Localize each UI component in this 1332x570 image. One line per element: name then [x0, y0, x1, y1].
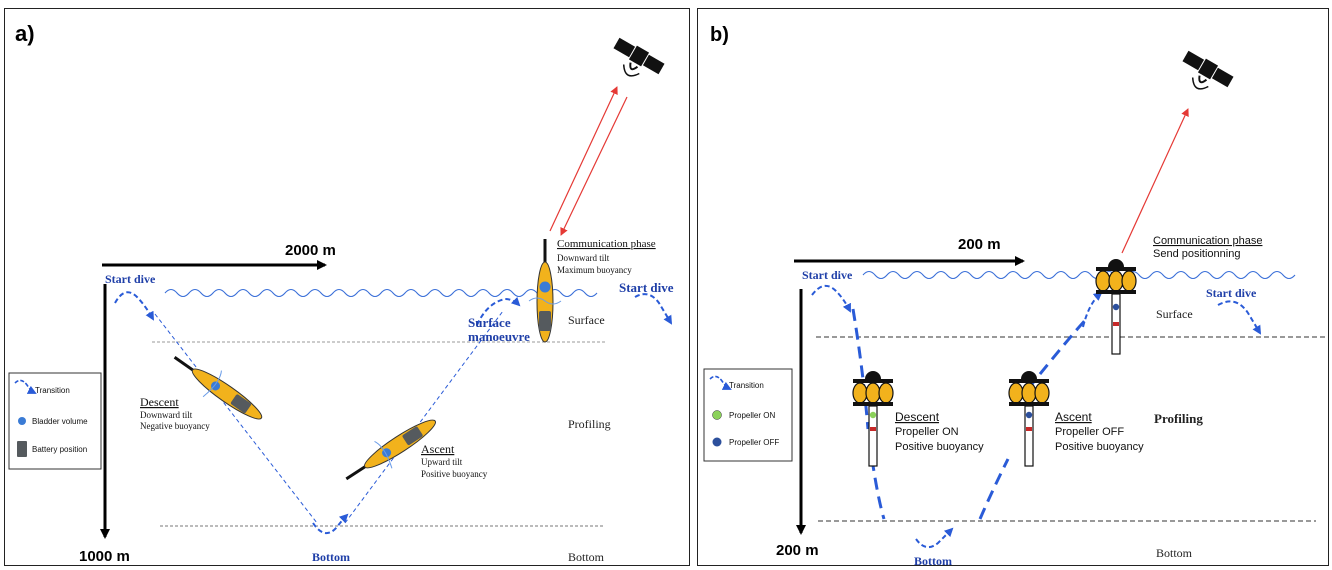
sea-surface-wave — [862, 270, 1296, 280]
surface-manoeuvre-label-line2: manoeuvre — [468, 329, 530, 344]
panel-a-diagram: a) 2000 m 1000 m Start dive Start dive S… — [8, 21, 674, 565]
zone-bottom-label: Bottom — [568, 550, 605, 564]
ascent-path-lower — [978, 458, 1010, 520]
comm-phase-line1: Downward tilt — [557, 253, 610, 263]
bottom-turn-label: Bottom — [312, 550, 350, 564]
descent-line2: Negative buoyancy — [140, 421, 210, 431]
vertical-scale-label: 200 m — [776, 542, 819, 559]
start-dive-label-left: Start dive — [802, 268, 853, 282]
ascent-title: Ascent — [1055, 410, 1092, 424]
sea-surface-wave — [164, 288, 598, 298]
legend-transition-label: Transition — [35, 386, 70, 395]
comm-phase-title: Communication phase — [557, 238, 656, 250]
panel-b-profiling-float: b) 200 m 200 m Start dive Start dive Bot… — [697, 8, 1329, 566]
comm-phase-title: Communication phase — [1153, 235, 1262, 247]
start-dive-label-left: Start dive — [105, 272, 156, 286]
descent-title: Descent — [895, 410, 940, 424]
descent-path-lower — [870, 458, 886, 520]
legend-propeller-on-label: Propeller ON — [729, 411, 775, 420]
legend-b: Transition Propeller ON Propeller OFF — [703, 368, 793, 462]
zone-bottom-label: Bottom — [1156, 546, 1193, 560]
panel-a-underwater-glider: a) 2000 m 1000 m Start dive Start dive S… — [4, 8, 690, 566]
horizontal-scale-label: 200 m — [958, 236, 1001, 253]
legend-propeller-off-icon — [712, 437, 722, 447]
legend-transition-icon — [14, 379, 37, 394]
start-dive-transition-left — [811, 284, 851, 313]
comm-phase-line1: Send positionning — [1153, 248, 1240, 260]
legend-propeller-on-icon — [712, 410, 722, 420]
bottom-transition — [312, 513, 349, 534]
ascent-line2: Positive buoyancy — [421, 469, 488, 479]
zone-surface-label: Surface — [1156, 307, 1193, 321]
bottom-turn-label: Bottom — [914, 554, 952, 566]
legend-battery-icon — [17, 441, 27, 457]
surface-transition — [1082, 291, 1103, 328]
float-communication-icon — [1095, 259, 1137, 355]
comm-phase-line2: Maximum buoyancy — [557, 265, 632, 275]
descent-title: Descent — [140, 395, 179, 409]
horizontal-scale-label: 2000 m — [285, 242, 336, 259]
descent-line1: Downward tilt — [140, 410, 193, 420]
bottom-transition — [915, 527, 954, 549]
start-dive-label-right: Start dive — [1206, 286, 1257, 300]
uplink-arrow — [549, 86, 618, 232]
ascent-line1: Propeller OFF — [1055, 426, 1124, 438]
ascent-line2: Positive buoyancy — [1055, 441, 1144, 453]
legend-bladder-label: Bladder volume — [32, 417, 88, 426]
glider-ascent-icon — [345, 419, 436, 481]
zone-profiling-label: Profiling — [1154, 411, 1203, 426]
legend-battery-label: Battery position — [32, 445, 87, 454]
descent-path-upper — [851, 308, 870, 430]
float-ascent-icon — [1008, 371, 1050, 467]
ascent-title: Ascent — [421, 442, 455, 456]
legend-bladder-icon — [18, 417, 26, 425]
ascent-path-upper — [1026, 315, 1090, 390]
legend-propeller-off-label: Propeller OFF — [729, 438, 779, 447]
downlink-arrow — [560, 96, 628, 236]
legend-a: Transition Bladder volume Battery positi… — [8, 372, 102, 470]
glider-descent-icon — [173, 356, 263, 420]
start-dive-transition-right — [1217, 300, 1262, 335]
float-descent-icon — [852, 371, 894, 467]
zone-profiling-label: Profiling — [568, 417, 611, 431]
start-dive-transition-left — [114, 291, 154, 321]
zone-surface-label: Surface — [568, 313, 605, 327]
descent-path — [154, 313, 318, 524]
glider-communication-icon — [528, 239, 562, 343]
descent-line2: Positive buoyancy — [895, 441, 984, 453]
ascent-path — [344, 310, 504, 524]
satellite-icon — [1182, 50, 1234, 90]
surface-manoeuvre-transition — [476, 296, 521, 326]
surface-manoeuvre-label-line1: Surface — [468, 315, 511, 330]
panel-label: b) — [710, 24, 729, 46]
legend-transition-icon — [709, 375, 732, 390]
satellite-icon — [613, 37, 665, 77]
legend-transition-label: Transition — [729, 381, 764, 390]
panel-b-diagram: b) 200 m 200 m Start dive Start dive Bot… — [703, 24, 1326, 566]
start-dive-label-right: Start dive — [619, 280, 674, 295]
ascent-line1: Upward tilt — [421, 457, 463, 467]
vertical-scale-label: 1000 m — [79, 548, 130, 565]
panel-label: a) — [15, 21, 35, 46]
uplink-arrow — [1121, 108, 1189, 254]
descent-line1: Propeller ON — [895, 426, 959, 438]
start-dive-transition-right — [634, 293, 673, 325]
